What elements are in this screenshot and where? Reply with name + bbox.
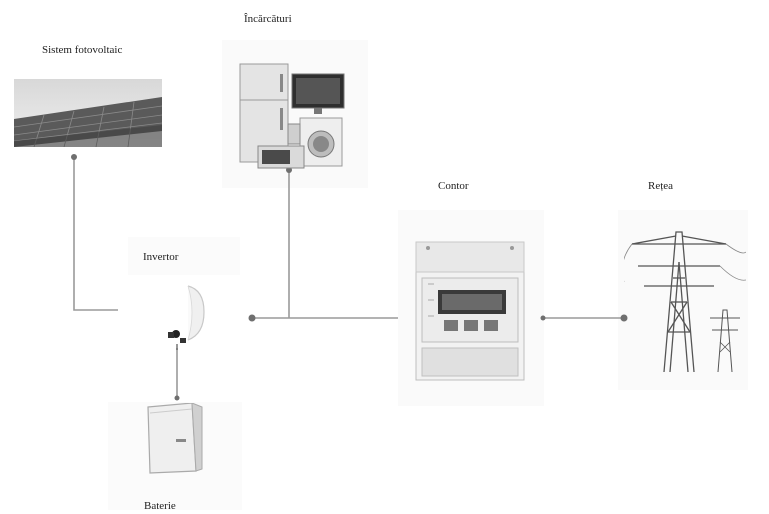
energy-meter-icon xyxy=(415,241,525,381)
grid-label: Rețea xyxy=(648,180,674,192)
pv-label: Sistem fotovoltaic xyxy=(42,44,123,56)
inverter-panel xyxy=(128,237,240,275)
solar-panel-icon xyxy=(14,79,162,147)
home-appliances-icon xyxy=(239,63,345,169)
meter-label: Contor xyxy=(438,180,469,192)
battery-icon xyxy=(147,403,203,474)
loads-label: Încărcături xyxy=(244,13,292,25)
power-pylon-icon xyxy=(624,231,746,373)
battery-label: Baterie xyxy=(144,500,176,512)
inverter-label: Invertor xyxy=(143,251,179,263)
inverter-icon xyxy=(168,285,205,350)
